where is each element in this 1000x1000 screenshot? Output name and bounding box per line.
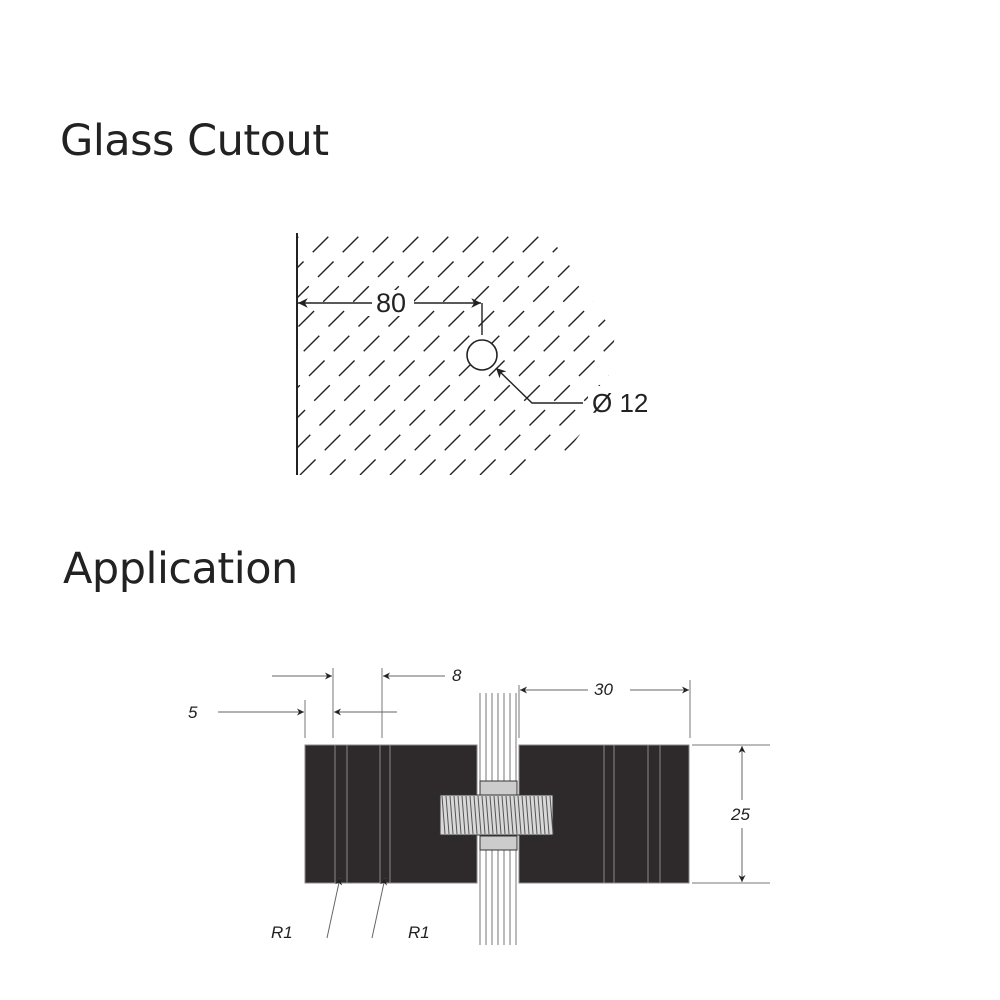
glass-hatching [297,233,872,475]
hatch-line [509,233,615,475]
hatch-line [389,233,615,475]
thread-line [489,795,494,835]
hatch-line [539,233,615,475]
glass-cutout-drawing: 80 Ø 12 [296,233,872,475]
thread-line [481,795,486,835]
thread-line [453,795,458,835]
dimension-arrows [218,672,746,939]
hole-circle [466,339,498,371]
hatch-line [569,233,615,475]
thread-line [533,795,538,835]
hatch-line [630,233,872,475]
spacer-top [479,780,518,796]
thread-line [477,795,482,835]
thread-line [441,795,446,835]
thread-line [537,795,542,835]
application-drawing: 5 8 30 25 R1 R1 [188,666,770,945]
hatch-line [359,233,603,475]
thread-line [513,795,518,835]
hatch-line [297,233,513,475]
thread-line [549,795,554,835]
thread-line [493,795,498,835]
hatch-line [297,233,363,475]
thread-line [497,795,502,835]
hatch-line [419,233,615,475]
thread-line [485,795,490,835]
threaded-bolt [439,794,554,836]
groove-spacing-label: 8 [452,666,462,685]
hatch-line [329,233,573,475]
thread-line [529,795,534,835]
label-background [588,386,668,416]
hatch-line [297,233,483,475]
thread-line [473,795,478,835]
thread-line [445,795,450,835]
hatch-line [297,233,303,475]
thread-line [469,795,474,835]
hatch-line [297,233,333,475]
application-title: Application [63,544,298,594]
glass-cutout-title: Glass Cutout [60,116,329,166]
thread-line [449,795,454,835]
thread-line [501,795,506,835]
thread-line [509,795,514,835]
spacer-bottom [479,835,518,851]
label-background [368,290,414,316]
radius-label: R1 [408,923,430,942]
extension-lines [304,668,770,884]
thread-line [545,795,550,835]
thread-line [505,795,510,835]
hole-diameter-label: Ø 12 [592,388,648,418]
thread-line [521,795,526,835]
thread-line [541,795,546,835]
hatch-line [297,233,393,475]
knob-length-label: 30 [594,680,613,699]
thread-line [465,795,470,835]
thread-line [461,795,466,835]
thread-line [517,795,522,835]
hatch-line [479,233,615,475]
radius-label: R1 [271,923,293,942]
hole-leader [495,367,583,404]
thread-line [525,795,530,835]
knob-diameter-label: 25 [730,805,750,824]
groove-width-label: 5 [188,703,198,722]
hatch-line [297,233,453,475]
distance-label: 80 [376,288,406,318]
thread-line [457,795,462,835]
hatch-line [299,233,543,475]
hatch-line [297,233,423,475]
hatch-line [599,233,615,475]
